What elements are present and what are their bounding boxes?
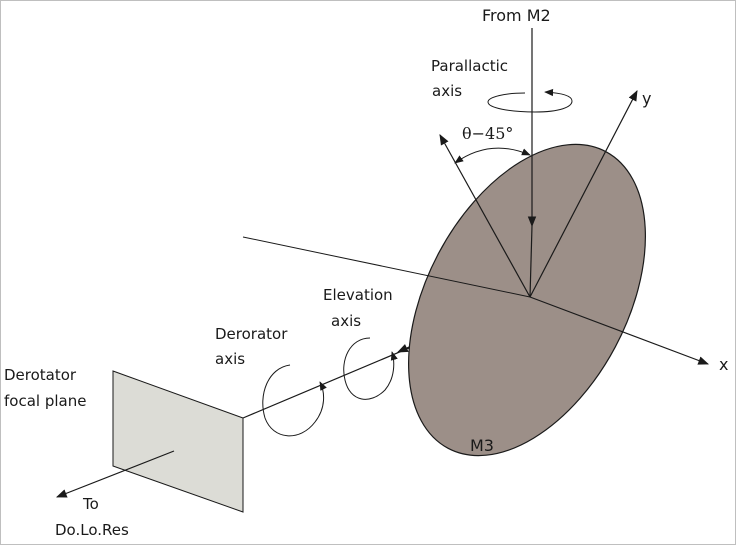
dolores-label: Do.Lo.Res xyxy=(55,521,129,539)
elevation-axis-label: axis xyxy=(331,312,361,330)
y-axis xyxy=(529,90,638,298)
parallactic-rotation-icon xyxy=(487,88,573,113)
parallactic-label: Parallactic xyxy=(431,57,508,75)
derotator-focal-plane-label-2: focal plane xyxy=(4,392,86,410)
m3-label: M3 xyxy=(470,436,494,455)
parallactic-axis-label: axis xyxy=(432,82,462,100)
y-axis-label: y xyxy=(642,89,651,108)
m3-mirror xyxy=(408,143,646,457)
derorator-label: Derorator xyxy=(215,325,288,343)
derorator-axis-label: axis xyxy=(215,350,245,368)
derotator-focal-plane-label: Derotator xyxy=(4,366,77,384)
from-m2-label: From M2 xyxy=(482,6,551,25)
elevation-label: Elevation xyxy=(323,286,393,304)
angle-label: θ−45° xyxy=(462,124,513,143)
output-beam-arrow xyxy=(55,450,175,498)
angle-arc xyxy=(454,147,531,164)
derorator-rotation-icon xyxy=(262,364,327,437)
incoming-beam-lower xyxy=(529,225,533,298)
to-label: To xyxy=(82,495,99,513)
x-axis-label: x xyxy=(719,355,728,374)
elevation-rotation-icon xyxy=(343,337,398,400)
x-axis xyxy=(529,296,710,365)
mirror-back-axis xyxy=(242,236,531,298)
derotator-focal-plane xyxy=(112,370,244,513)
